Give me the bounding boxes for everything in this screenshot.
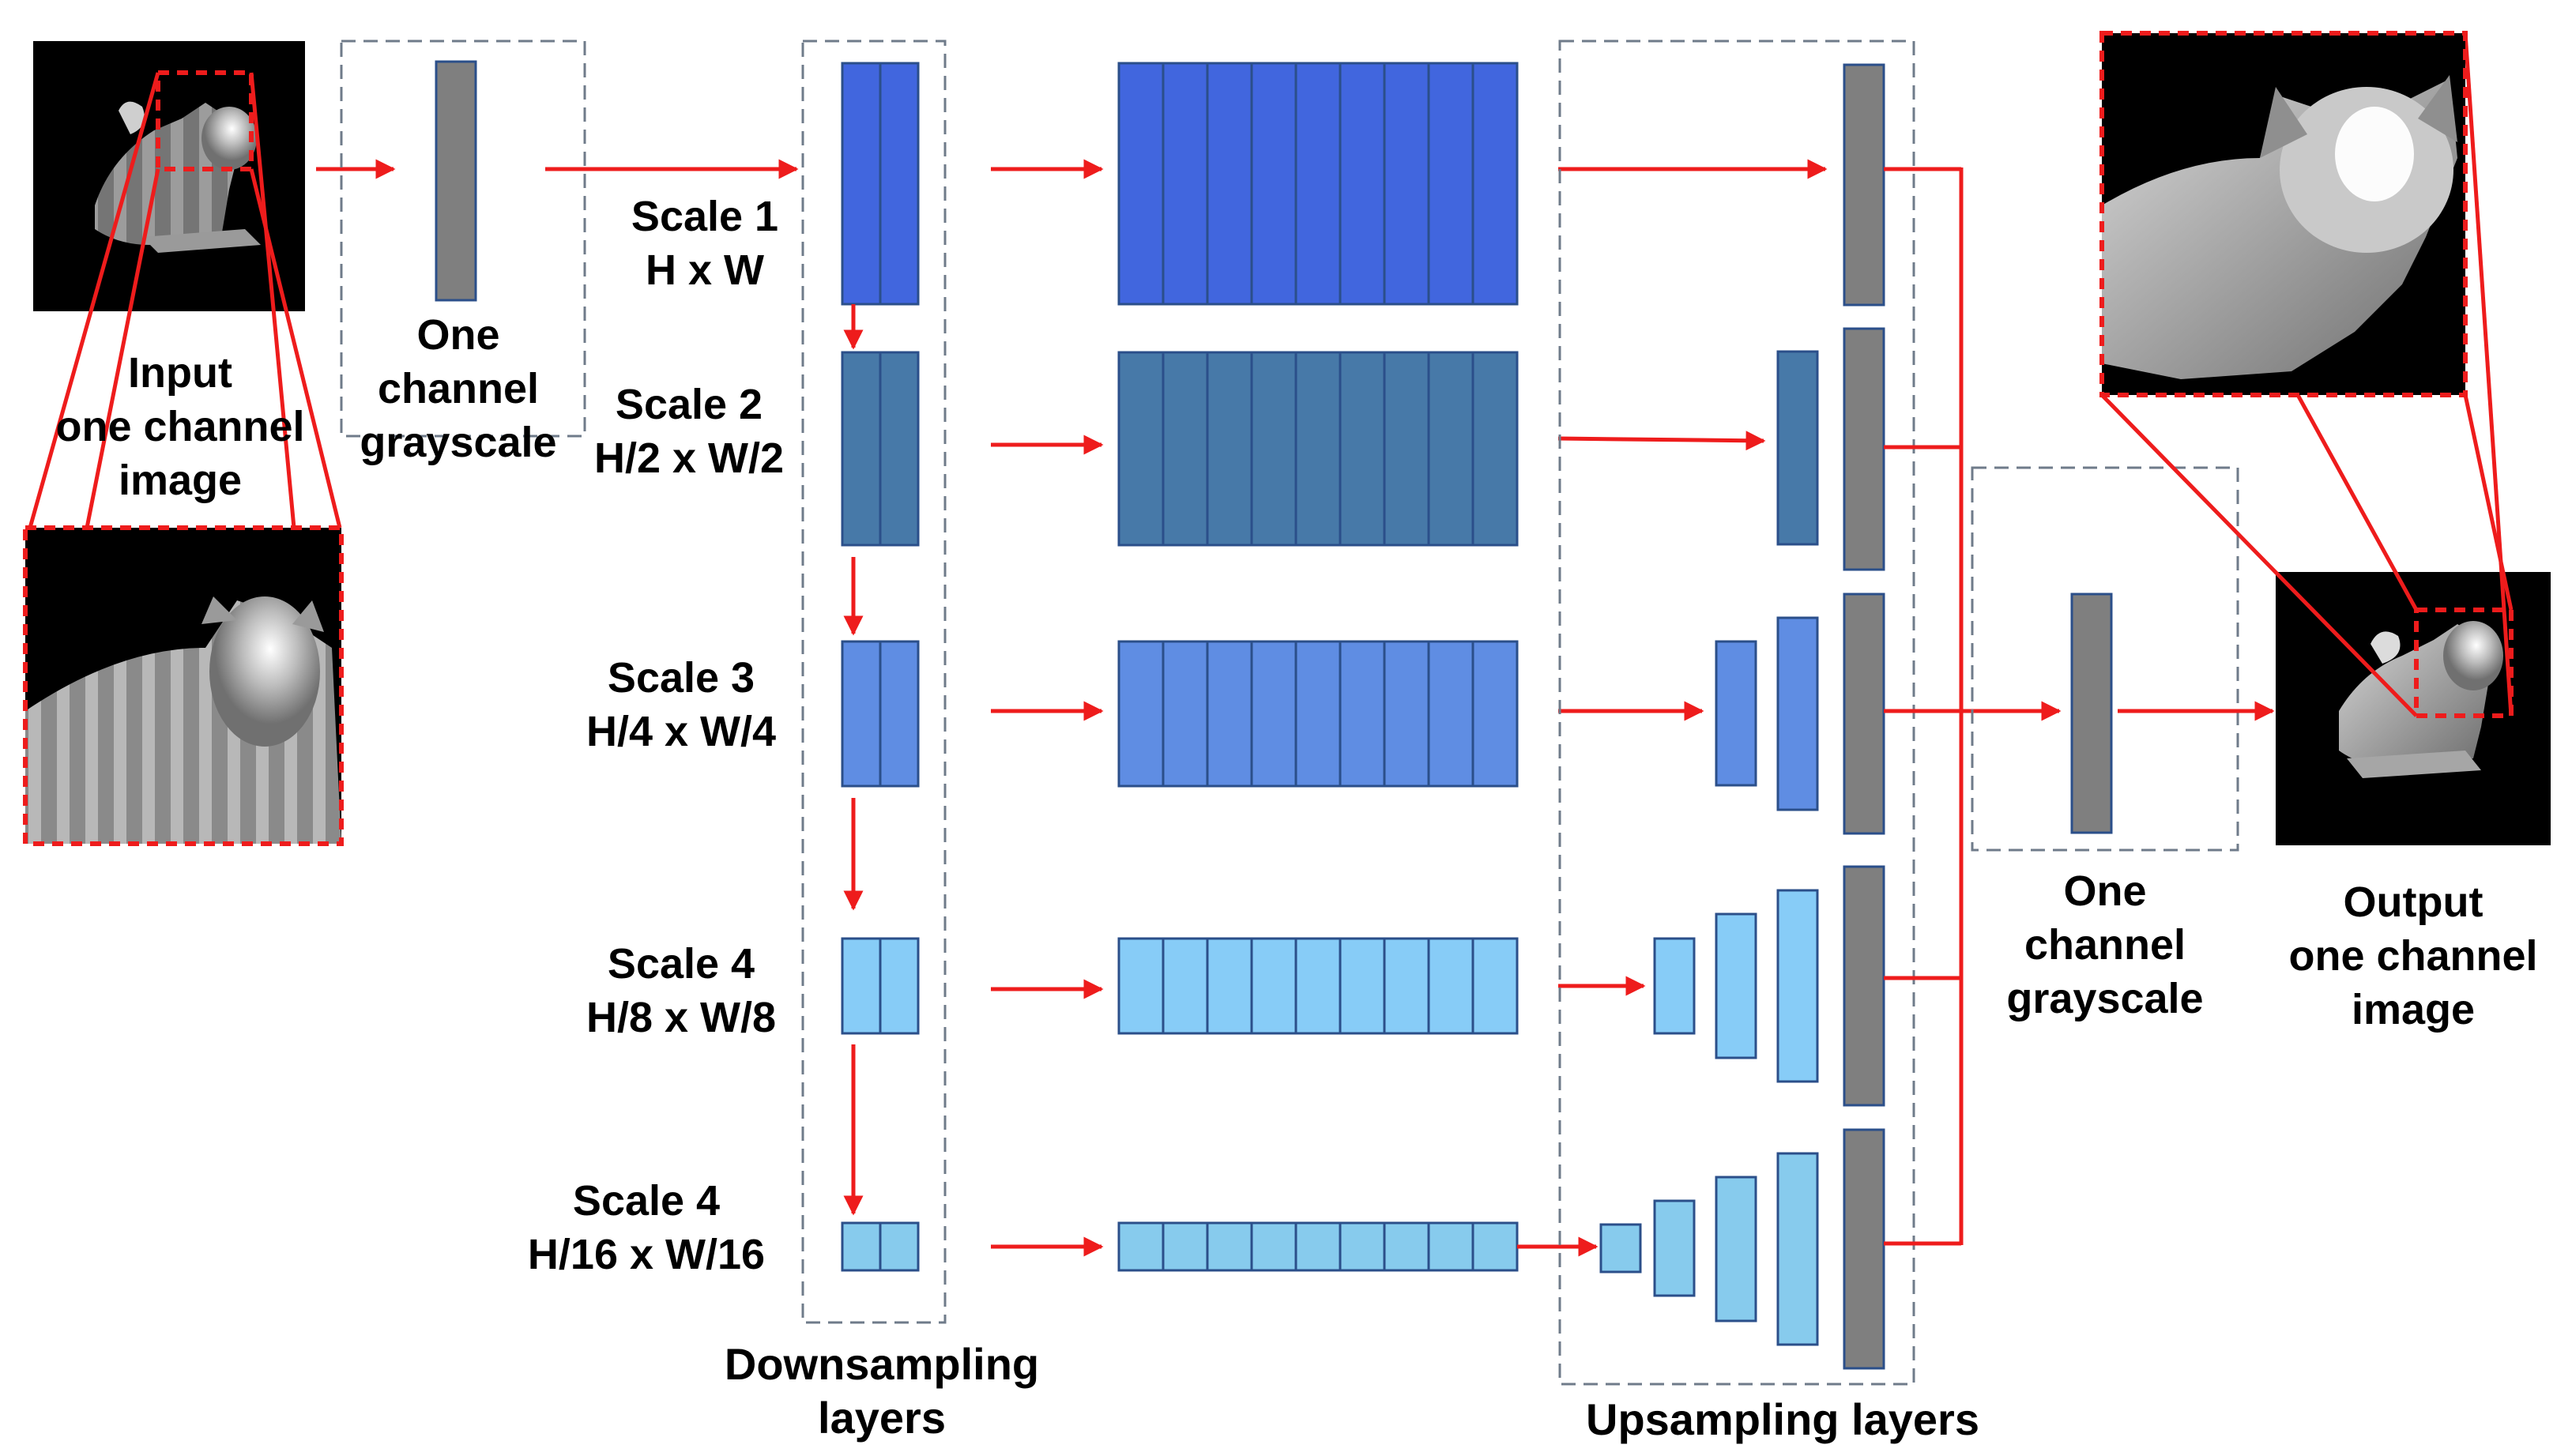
scale3-up-gray-block xyxy=(1843,593,1885,835)
scale5-up-block-3 xyxy=(1715,1176,1757,1322)
scale3-middle-layers xyxy=(1117,640,1519,788)
input-label-line3: image xyxy=(119,457,242,504)
scale5-up-block-4 xyxy=(1776,1152,1819,1346)
downsampling-box xyxy=(801,40,947,1324)
scale4-middle-layers xyxy=(1117,937,1519,1035)
input-zoom-image xyxy=(23,525,344,846)
gray-right-label-line1: One xyxy=(2063,867,2146,915)
scale1-down-block xyxy=(841,62,920,306)
input-label-line1: Input xyxy=(128,349,232,397)
scale2-down-block xyxy=(841,351,920,547)
scale1-up-gray-block xyxy=(1843,63,1885,307)
downsampling-label-line2: layers xyxy=(818,1393,946,1443)
merge-connector xyxy=(1884,167,1964,1246)
scale4-size: H/8 x W/8 xyxy=(586,994,776,1041)
scale3-down-block xyxy=(841,640,920,788)
scale5-middle-layers xyxy=(1117,1221,1519,1272)
scale3-size: H/4 x W/4 xyxy=(586,708,776,755)
gray-right-label-line2: channel xyxy=(2024,921,2186,969)
input-zoom-connector xyxy=(28,72,160,529)
input-zoom-connector xyxy=(85,168,160,529)
cat-figure-input xyxy=(95,101,261,253)
input-zoom-connector xyxy=(249,72,296,529)
input-thumbnail xyxy=(33,41,305,311)
gray-left-label-line2: channel xyxy=(378,365,539,412)
scale5-size: H/16 x W/16 xyxy=(528,1231,765,1278)
scale1-middle-layers xyxy=(1117,62,1519,306)
downsampling-label-line1: Downsampling xyxy=(725,1339,1039,1389)
scale5-up-block-2 xyxy=(1653,1199,1696,1297)
scale4-up-block-2 xyxy=(1715,912,1757,1059)
scale2-size: H/2 x W/2 xyxy=(594,435,784,482)
scale4-up-gray-block xyxy=(1843,865,1885,1107)
scale1-name: Scale 1 xyxy=(631,193,778,240)
cat-figure-output xyxy=(2339,621,2503,778)
scale2-up-block xyxy=(1776,350,1819,546)
input-label-line2: one channel xyxy=(55,403,304,450)
output-zoom-connector xyxy=(2295,393,2419,611)
upsampling-label: Upsampling layers xyxy=(1586,1394,1979,1444)
output-label-line2: one channel xyxy=(2288,932,2537,980)
gray-conversion-box xyxy=(340,40,586,438)
scale3-up-block-2 xyxy=(1776,616,1819,811)
scale4-up-block-3 xyxy=(1776,889,1819,1083)
gray-right-label-line3: grayscale xyxy=(2006,975,2203,1022)
scale5-name: Scale 4 xyxy=(573,1177,720,1225)
input-zoom-connector xyxy=(249,168,342,529)
output-zoom-connector xyxy=(2100,393,2418,717)
gray-left-label-line1: One xyxy=(416,311,499,359)
scale4-up-block-1 xyxy=(1653,937,1696,1035)
scale3-name: Scale 3 xyxy=(608,654,755,702)
gray-left-label-line3: grayscale xyxy=(360,419,556,466)
scale3-up-block-1 xyxy=(1715,640,1757,787)
scale2-middle-layers xyxy=(1117,351,1519,547)
arrow-s2-to-up xyxy=(1557,431,1766,451)
scale5-up-block-1 xyxy=(1599,1223,1642,1274)
output-zoom-connector xyxy=(2463,32,2514,717)
scale1-size: H x W xyxy=(646,246,764,294)
gray-channel-block-right xyxy=(2070,593,2113,834)
scale2-up-gray-block xyxy=(1843,327,1885,571)
output-label-line1: Output xyxy=(2344,878,2484,926)
scale2-name: Scale 2 xyxy=(616,381,763,428)
gray-output-box xyxy=(1971,466,2239,852)
scale4-down-block xyxy=(841,937,920,1035)
gray-channel-block-left xyxy=(435,60,477,302)
scale5-down-block xyxy=(841,1221,920,1272)
output-zoom-connector xyxy=(2463,394,2514,611)
scale4-name: Scale 4 xyxy=(608,940,755,988)
scale5-up-gray-block xyxy=(1843,1128,1885,1370)
output-label-line3: image xyxy=(2352,986,2475,1033)
output-zoom-image xyxy=(2099,31,2468,397)
